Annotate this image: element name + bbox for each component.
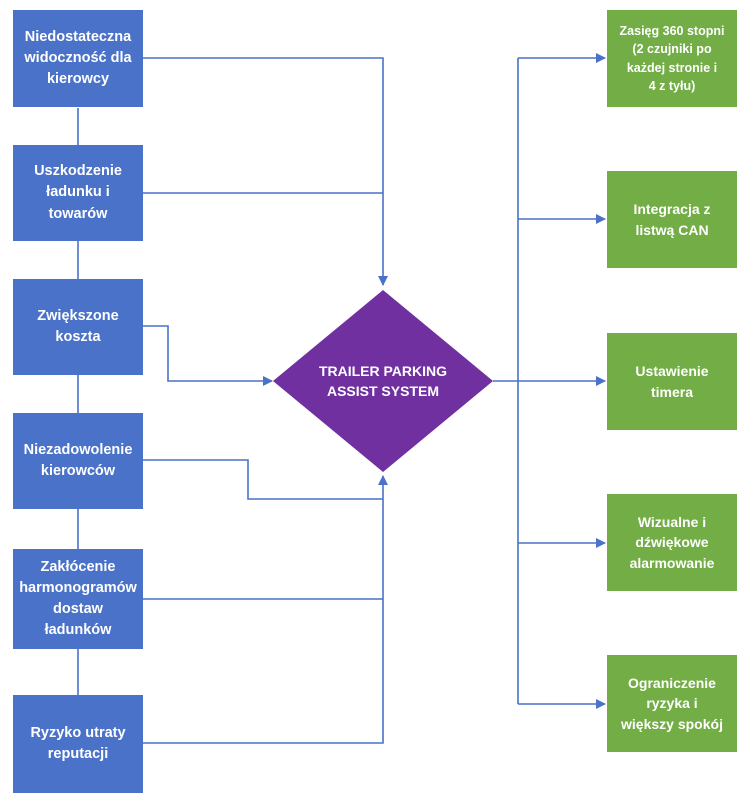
center-diamond-label: TRAILER PARKING ASSIST SYSTEM	[318, 362, 448, 399]
connector-problem-1	[143, 57, 388, 286]
center-diamond	[273, 290, 493, 472]
problem-box-cargo-damage: Uszkodzenie ładunku i towarów	[13, 145, 143, 241]
feature-box-risk-reduction: Ograniczenie ryzyka i większy spokój	[607, 655, 737, 752]
feature-box-timer-setting: Ustawienie timera	[607, 333, 737, 430]
problem-box-costs: Zwiększone koszta	[13, 279, 143, 375]
feature-box-can-integration: Integracja z listwą CAN	[607, 171, 737, 268]
connector-problem-6	[143, 475, 388, 744]
problem-box-reputation-risk: Ryzyko utraty reputacji	[13, 695, 143, 793]
feature-box-360-range: Zasięg 360 stopni (2 czujniki po każdej …	[607, 10, 737, 107]
connector-problem-3	[143, 325, 273, 386]
connector-problem-4	[143, 459, 383, 500]
problem-box-visibility: Niedostateczna widoczność dla kierowcy	[13, 10, 143, 107]
problem-box-driver-dissatisfaction: Niezadowolenie kierowców	[13, 413, 143, 509]
problem-box-schedule-disruption: Zakłócenie harmonogramów dostaw ładunków	[13, 549, 143, 649]
feature-box-alarms: Wizualne i dźwiękowe alarmowanie	[607, 494, 737, 591]
